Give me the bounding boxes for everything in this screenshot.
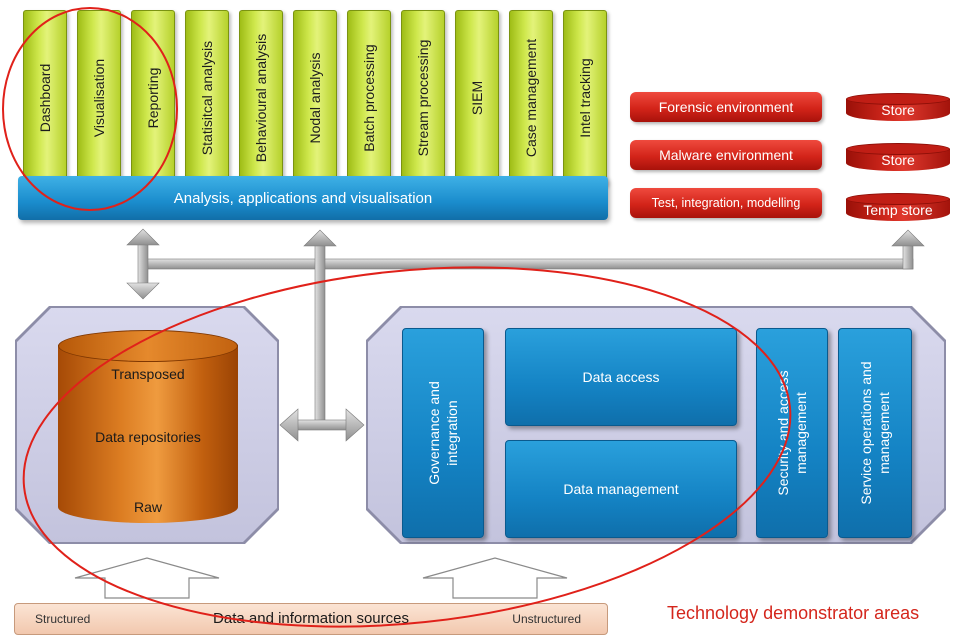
repository-raw-label: Raw <box>133 499 162 515</box>
arrow-head-left-icon <box>279 408 299 442</box>
repository-transposed-label: Transposed <box>111 366 185 382</box>
sources-bar: Structured Data and information sources … <box>14 603 608 635</box>
store-cylinder-top <box>846 193 950 205</box>
store-cylinder: Store <box>846 143 950 173</box>
app-pillar-stream-processing: Stream processing <box>401 10 445 186</box>
middle-vertical-connector <box>314 243 326 425</box>
repository-title: Data repositories <box>95 429 201 445</box>
env-label: Malware environment <box>659 147 793 163</box>
store-cylinder-body <box>846 149 950 171</box>
app-pillar-case-management: Case management <box>509 10 553 186</box>
sources-unstructured-label: Unstructured <box>512 612 581 626</box>
service-ops-label-line: Service operations and <box>857 361 874 505</box>
analysis-bar-label: Analysis, applications and visualisation <box>173 189 433 207</box>
app-pillar-intel-tracking: Intel tracking <box>563 10 607 186</box>
app-pillar-batch-processing: Batch processing <box>347 10 391 186</box>
store-label: Store <box>881 152 915 168</box>
panel-connector <box>295 419 349 431</box>
app-pillar-siem: SIEM <box>455 10 499 186</box>
arrow-head-up-icon <box>303 229 337 247</box>
store-cylinder: Store <box>846 93 950 123</box>
env-malware: Malware environment <box>630 140 822 170</box>
env-test-integration: Test, integration, modelling <box>630 188 822 218</box>
governance-label-line: integration <box>444 400 460 466</box>
arrow-head-up-icon <box>126 228 160 246</box>
data-access-label: Data access <box>582 369 660 385</box>
env-label: Test, integration, modelling <box>651 196 801 210</box>
data-management-block: Data management <box>505 440 737 538</box>
store-cylinder-top <box>846 143 950 155</box>
security-label-line: management <box>793 392 809 474</box>
store-cylinder-body <box>846 99 950 121</box>
env-forensic: Forensic environment <box>630 92 822 122</box>
arrow-head-down-icon <box>126 282 160 300</box>
store-cylinder-body <box>846 199 950 221</box>
store-cylinder-top <box>846 93 950 105</box>
app-pillar-behavioural-analysis: Behavioural analysis <box>239 10 283 186</box>
left-vertical-connector <box>137 241 149 287</box>
horizontal-connector <box>142 258 914 270</box>
right-vertical-connector <box>902 243 914 270</box>
repository-cylinder-top <box>58 330 238 362</box>
data-access-block: Data access <box>505 328 737 426</box>
store-label: Temp store <box>863 202 933 218</box>
source-arrow-up-icon <box>422 557 568 599</box>
env-label: Forensic environment <box>658 99 794 115</box>
data-management-label: Data management <box>563 481 679 497</box>
app-pillar-statistical-analysis: Statisitcal analysis <box>185 10 229 186</box>
arrow-head-right-icon <box>345 408 365 442</box>
arrow-head-up-icon <box>891 229 925 247</box>
source-arrow-up-icon <box>74 557 220 599</box>
service-ops-label-line: management <box>876 392 892 474</box>
temp-store-cylinder: Temp store <box>846 193 950 223</box>
governance-label-line: Governance and <box>425 381 442 485</box>
store-label: Store <box>881 102 915 118</box>
app-pillar-nodal-analysis: Nodal analysis <box>293 10 337 186</box>
technology-demonstrator-caption: Technology demonstrator areas <box>667 603 920 623</box>
security-label-line: Security and access <box>774 370 791 496</box>
